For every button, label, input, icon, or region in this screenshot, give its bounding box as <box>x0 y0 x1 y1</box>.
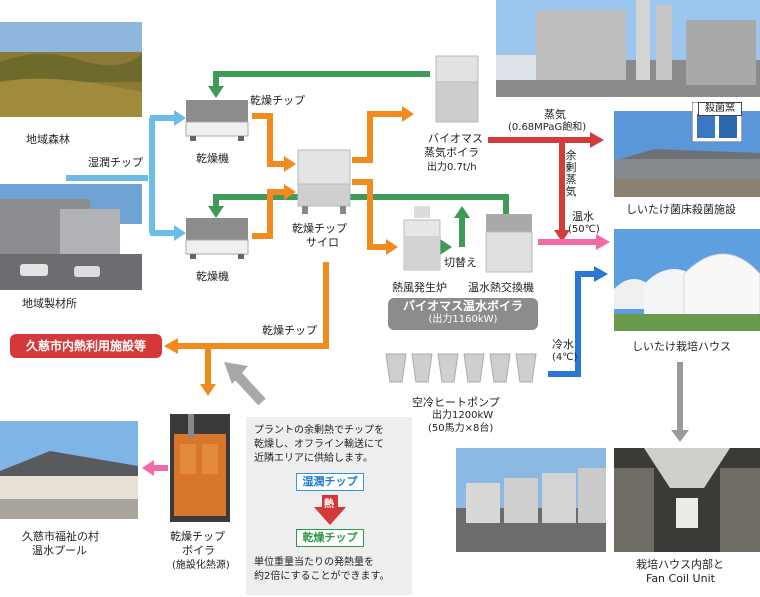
hot-water-boiler-badge: バイオマス温水ボイラ (出力1160kW) <box>388 298 538 330</box>
dryer-top-icon <box>185 100 249 141</box>
steam-spec-label: (0.68MPaG飽和) <box>508 122 587 133</box>
note-footer1: 単位重量当たりの発熱量を <box>254 557 374 568</box>
dryer-bottom-icon <box>185 218 249 259</box>
cultivation-house-label: しいたけ栽培ハウス <box>632 340 731 353</box>
house-interior-label-line2: Fan Coil Unit <box>646 572 715 585</box>
hot-water-boiler-label: バイオマス温水ボイラ <box>402 299 523 313</box>
hot-water-label: 温水 <box>572 210 594 223</box>
wet-chip-label: 湿潤チップ <box>88 156 143 169</box>
note-line3: 近隣エリアに供給します。 <box>254 453 373 464</box>
cold-water-temp: (4℃) <box>552 352 578 363</box>
city-facilities-badge: 久慈市内熱利用施設等 <box>10 334 162 358</box>
hot-air-furnace-label: 熱風発生炉 <box>392 281 447 294</box>
heat-exchanger-icon <box>485 214 533 273</box>
steam-boiler-label-line1: バイオマス <box>428 132 483 145</box>
steam-flow <box>488 137 590 230</box>
hot-water-temp: (50℃) <box>568 224 600 235</box>
chip-boiler-label-line1: 乾燥チップ <box>170 530 225 543</box>
hot-water-boiler-output: (出力1160kW) <box>428 314 498 325</box>
surplus-steam-label: 余剰蒸気 <box>565 149 577 198</box>
wet-chip-flow <box>66 115 174 236</box>
heat-pump-output1: 出力1200kW <box>432 410 494 421</box>
sterilizer-label: 殺菌窯 <box>698 102 742 116</box>
heat-down-arrow-icon <box>314 495 346 525</box>
note-heat: 熱 <box>324 499 334 510</box>
forest-label: 地域森林 <box>26 133 70 146</box>
pool-label-line2: 温水プール <box>32 544 87 557</box>
heat-pump-output2: (50馬力×8台) <box>428 423 494 434</box>
note-footer2: 約2倍にすることができます。 <box>254 571 390 582</box>
silo-label-line2: サイロ <box>306 236 339 249</box>
pool-photo <box>0 421 138 519</box>
steam-boiler-output: 出力0.7t/h <box>427 162 477 173</box>
note-line1: プラントの余剰熱でチップを <box>254 425 384 436</box>
chip-silo-icon <box>297 149 351 214</box>
chip-boiler-label-line2: ボイラ <box>182 544 215 557</box>
dryer-top-label: 乾燥機 <box>196 152 229 165</box>
note-dry-chip: 乾燥チップ <box>296 529 364 547</box>
steam-boiler-label-line2: 蒸気ボイラ <box>424 146 479 159</box>
cold-water-flow <box>548 271 594 377</box>
pool-label-line1: 久慈市福祉の村 <box>22 530 99 543</box>
dry-chip-label-top: 乾燥チップ <box>250 94 305 107</box>
note-wet-chip: 湿潤チップ <box>296 473 364 491</box>
sawmill-photo <box>0 184 142 290</box>
heat-pump-photo <box>456 448 606 552</box>
note-line2: 乾燥し、オフライン輸送にて <box>254 439 384 450</box>
note-pointer-arrow <box>234 372 266 406</box>
chip-boiler-note: (施設化熱源) <box>172 560 230 571</box>
steam-label: 蒸気 <box>544 108 566 121</box>
dryer-bottom-label: 乾燥機 <box>196 270 229 283</box>
heat-pump-label: 空冷ヒートポンプ <box>412 396 500 409</box>
house-interior-label-line1: 栽培ハウス内部と <box>636 558 724 571</box>
heat-pump-units-icon <box>385 353 537 383</box>
dry-chip-label-bottom: 乾燥チップ <box>262 324 317 337</box>
heat-exchanger-label: 温水熱交換機 <box>468 281 534 294</box>
hot-air-furnace-icon <box>403 206 441 271</box>
house-interior-photo <box>614 448 760 552</box>
sawmill-label: 地域製材所 <box>22 297 77 310</box>
switch-label: 切替え <box>444 256 477 269</box>
plant-photo <box>496 0 760 97</box>
chip-boiler-photo <box>170 414 230 522</box>
cold-water-label: 冷水 <box>552 338 574 351</box>
steam-boiler-icon <box>435 55 479 123</box>
sterilization-facility-label: しいたけ菌床殺菌施設 <box>626 203 736 216</box>
dry-chip-flow <box>178 111 402 384</box>
heat-return-flow <box>213 71 509 247</box>
chip-drying-note: プラントの余剰熱でチップを 乾燥し、オフライン輸送にて 近隣エリアに供給します。… <box>246 417 412 595</box>
silo-label-line1: 乾燥チップ <box>292 222 347 235</box>
forest-photo <box>0 22 142 117</box>
cultivation-house-photo <box>614 229 760 331</box>
